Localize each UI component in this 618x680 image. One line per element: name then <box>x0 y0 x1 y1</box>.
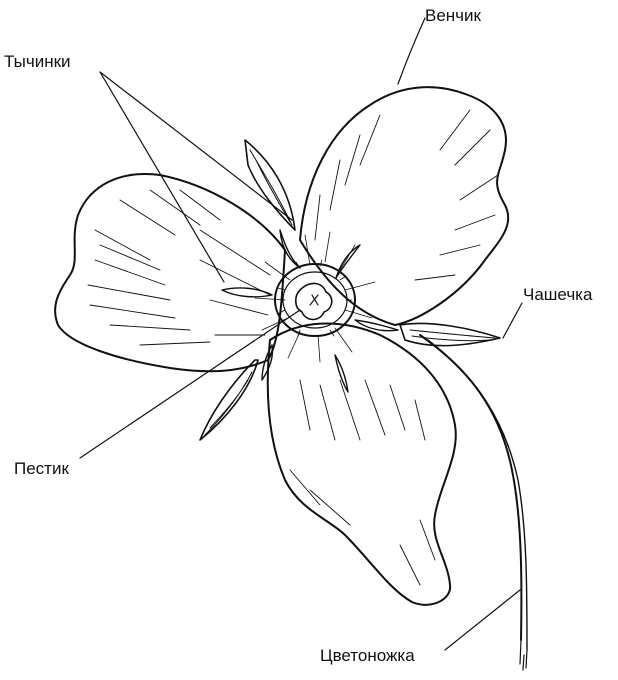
label-pistil: Пестик <box>14 459 69 479</box>
label-corolla: Венчик <box>425 6 481 26</box>
leader-pedicel <box>445 590 520 650</box>
sepal-right <box>400 323 500 345</box>
leader-calyx <box>503 303 522 338</box>
leader-stamens-2 <box>100 72 292 220</box>
stamen-3 <box>336 245 360 278</box>
petal-bottom <box>268 324 456 605</box>
label-stamens: Тычинки <box>4 52 71 72</box>
leader-corolla <box>398 18 425 84</box>
label-pedicel: Цветоножка <box>320 646 415 666</box>
stamen-6 <box>335 355 348 392</box>
stamen-2 <box>222 288 272 297</box>
stamen-1 <box>280 230 300 268</box>
label-calyx: Чашечка <box>523 285 592 305</box>
pistil-stigma <box>296 283 332 319</box>
